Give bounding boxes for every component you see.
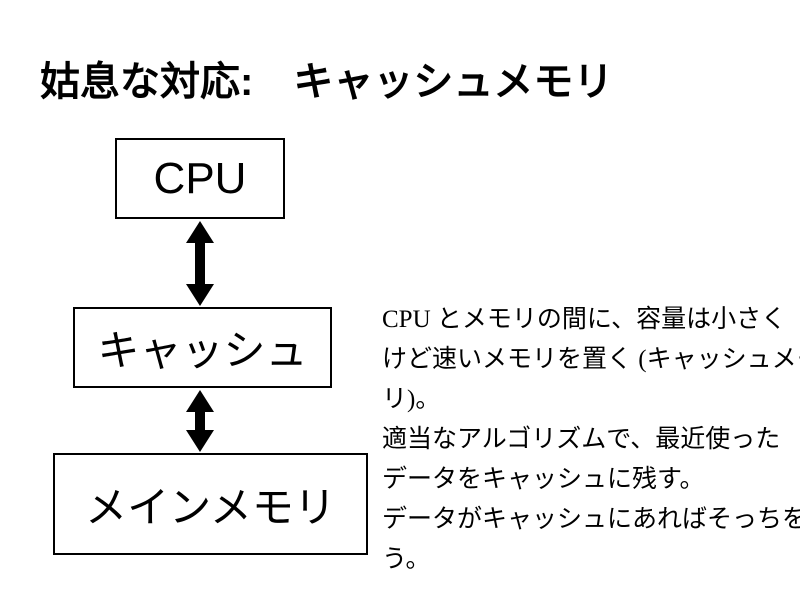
arrow-down-icon: [186, 430, 214, 452]
arrow-up-icon: [186, 221, 214, 243]
cpu-cache-arrow: [186, 221, 214, 306]
cache-box-label: キャッシュ: [97, 329, 308, 375]
description-line: データがキャッシュにあればそっちを使: [382, 506, 800, 533]
arrow-shaft: [195, 412, 205, 430]
main-memory-box-label: メインメモリ: [85, 485, 336, 532]
main-memory-box: メインメモリ: [53, 453, 368, 555]
description-line: 適当なアルゴリズムで、最近使った: [382, 426, 781, 453]
cache-main-memory-arrow: [186, 390, 214, 452]
cache-box: キャッシュ: [73, 307, 332, 388]
description-line: CPU とメモリの間に、容量は小さく: [382, 306, 787, 333]
arrow-down-icon: [186, 284, 214, 306]
description-line: けど速いメモリを置く (キャッシュメモ: [382, 346, 800, 373]
cpu-box-label: CPU: [153, 153, 247, 203]
slide-title: 姑息な対応: キャッシュメモリ: [40, 60, 614, 104]
arrow-up-icon: [186, 390, 214, 412]
cpu-box: CPU: [115, 138, 285, 219]
description-line: データをキャッシュに残す。: [382, 466, 705, 493]
description-text: CPU とメモリの間に、容量は小さく けど速いメモリを置く (キャッシュメモ リ…: [382, 300, 800, 580]
arrow-shaft: [195, 243, 205, 284]
description-line: リ)。: [382, 386, 441, 413]
description-line: う。: [382, 546, 431, 573]
